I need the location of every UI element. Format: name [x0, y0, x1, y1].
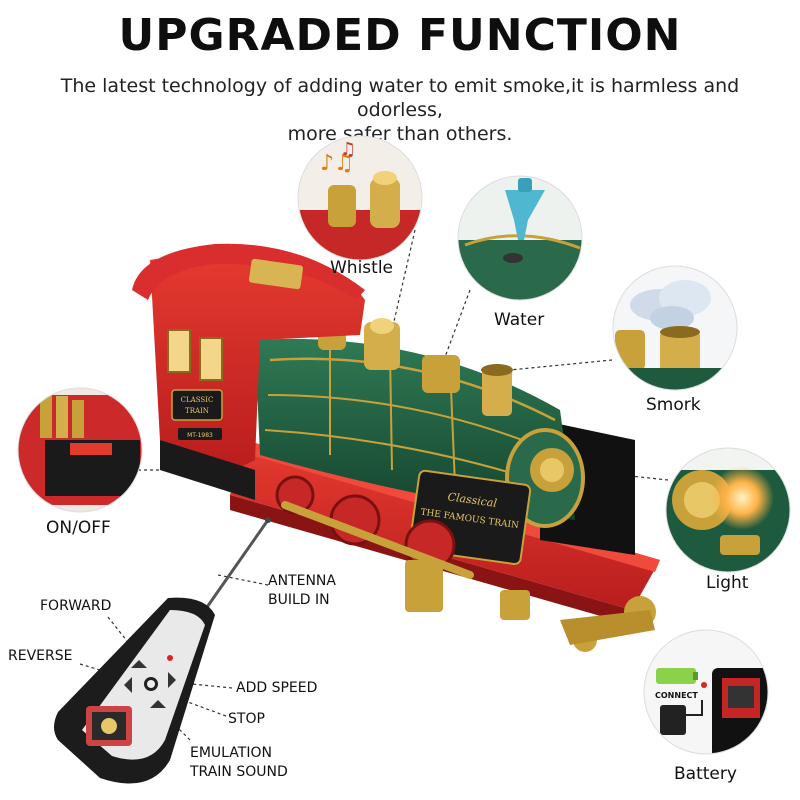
antenna-label: ANTENNA BUILD IN — [268, 572, 336, 610]
feature-label-battery: Battery — [674, 764, 737, 784]
battery-connect-label: CONNECT — [655, 691, 698, 700]
feature-label-onoff: ON/OFF — [46, 518, 111, 538]
remote-control — [54, 517, 271, 784]
forward-label: FORWARD — [40, 598, 112, 614]
battery-inset — [644, 630, 768, 754]
feature-label-whistle: Whistle — [330, 258, 394, 278]
add-speed-label: ADD SPEED — [236, 680, 318, 696]
train-sound-label-line-1: EMULATION — [190, 745, 272, 761]
train-sound-label: EMULATION TRAIN SOUND — [190, 744, 288, 782]
antenna-label-line-2: BUILD IN — [268, 592, 330, 608]
page-title: UPGRADED FUNCTION — [118, 10, 682, 61]
feature-label-light: Light — [706, 573, 749, 593]
antenna-label-line-1: ANTENNA — [268, 573, 336, 589]
feature-label-water: Water — [494, 310, 545, 330]
svg-text:♫: ♫ — [340, 139, 356, 160]
water-inset — [458, 176, 582, 300]
stop-label: STOP — [228, 711, 265, 727]
cab-number: MT-1983 — [187, 432, 213, 439]
cab-plate-text-2: TRAIN — [185, 407, 209, 415]
light-inset — [666, 448, 790, 572]
page-subtitle: The latest technology of adding water to… — [20, 74, 780, 146]
svg-text:♪♫: ♪♫ — [320, 151, 354, 176]
reverse-label: REVERSE — [8, 648, 73, 664]
whistle-inset: ♪♫ ♫ — [298, 136, 422, 260]
locomotive: Classical THE FAMOUS TRAIN CLASSIC TRAIN… — [132, 243, 660, 652]
subtitle-line-1: The latest technology of adding water to… — [60, 75, 740, 121]
onoff-inset — [18, 388, 142, 512]
feature-label-smoke: Smork — [646, 395, 701, 415]
cab-plate-text-1: CLASSIC — [181, 396, 214, 404]
train-sound-label-line-2: TRAIN SOUND — [190, 764, 288, 780]
